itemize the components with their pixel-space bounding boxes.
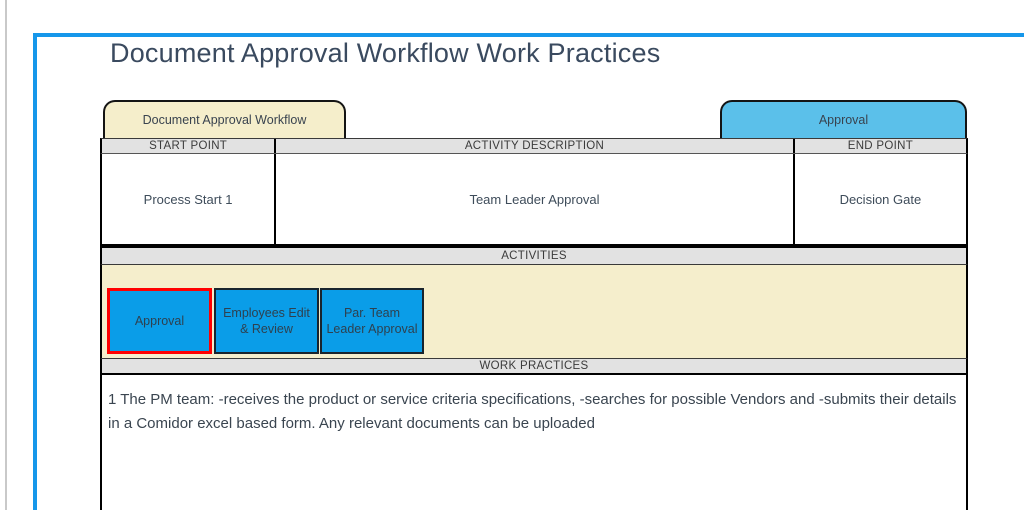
activity-box-par-team-leader-approval[interactable]: Par. Team Leader Approval [320, 288, 424, 354]
activities-area: Approval Employees Edit & Review Par. Te… [100, 265, 968, 358]
workflow-sheet: Document Approval Workflow Approval STAR… [100, 100, 968, 510]
tabs-row: Document Approval Workflow Approval [100, 100, 968, 138]
column-header-activity-description: ACTIVITY DESCRIPTION [274, 139, 793, 153]
page-title: Document Approval Workflow Work Practice… [110, 38, 661, 68]
summary-value-row: Process Start 1 Team Leader Approval Dec… [100, 154, 968, 244]
activities-section-header: ACTIVITIES [100, 248, 968, 265]
cell-start-point: Process Start 1 [143, 191, 233, 207]
work-practices-section-header: WORK PRACTICES [100, 358, 968, 375]
cell-activity-description: Team Leader Approval [274, 154, 793, 244]
workflow-panel-frame [33, 33, 1024, 510]
cell-end-point: Decision Gate [792, 154, 966, 244]
tab-approval[interactable]: Approval [720, 100, 967, 138]
column-header-end-point: END POINT [792, 139, 966, 153]
summary-header-row: START POINT ACTIVITY DESCRIPTION END POI… [100, 138, 968, 154]
activity-box-employees-edit-review[interactable]: Employees Edit & Review [214, 288, 319, 354]
section-divider [100, 244, 968, 248]
activity-box-approval-selected[interactable]: Approval [107, 288, 212, 354]
window-left-edge-line [5, 0, 7, 510]
column-header-start-point: START POINT [149, 140, 228, 152]
work-practices-text: 1 The PM team: -receives the product or … [108, 391, 957, 432]
work-practices-text-area: 1 The PM team: -receives the product or … [100, 375, 968, 510]
tab-document-approval-workflow[interactable]: Document Approval Workflow [103, 100, 346, 138]
